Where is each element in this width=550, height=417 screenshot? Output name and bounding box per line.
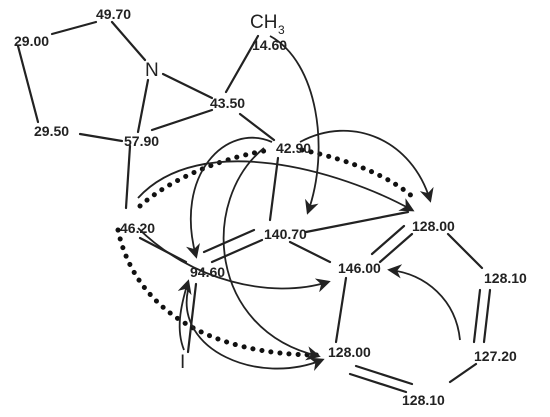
bond-146-128bot <box>334 276 348 344</box>
shift-128-10-bottom: 128.10 <box>402 392 445 408</box>
shift-128-00-top: 128.00 <box>412 218 455 234</box>
shift-14-60: 14.60 <box>252 37 287 53</box>
bond-94-i <box>186 282 198 354</box>
shift-128-00-bottom: 128.00 <box>328 344 371 360</box>
bond-29a-29b <box>16 44 40 124</box>
bond-29b-57 <box>78 132 124 143</box>
noe-46-to-128bot <box>115 227 321 358</box>
bond-43-ch3 <box>224 34 260 94</box>
bond-128b-128bot-a <box>354 364 414 386</box>
shift-labels: 49.70 29.00 29.50 57.90 43.50 14.60 42.9… <box>14 6 527 408</box>
arrow-94-to-128bot <box>185 289 325 371</box>
bond-49-n <box>110 20 147 62</box>
shift-127-20: 127.20 <box>474 348 517 364</box>
atom-labels: N CH 3 I <box>145 12 285 373</box>
bond-140-94-a <box>210 238 264 264</box>
shift-43-50: 43.50 <box>210 95 245 111</box>
noe-correlations <box>115 147 417 358</box>
bond-128top-128r <box>446 232 484 270</box>
bond-140-94-b <box>202 228 256 254</box>
arrow-42-to-128bot <box>222 147 321 361</box>
bond-128top-146-b <box>370 224 406 256</box>
shift-140-70: 140.70 <box>264 226 307 242</box>
shift-94-60: 94.60 <box>190 264 225 280</box>
shift-49-70: 49.70 <box>96 6 131 22</box>
atom-iodine: I <box>180 352 185 373</box>
arrow-46-to-128top <box>137 160 415 212</box>
bond-128b-128bot-b <box>348 372 408 394</box>
molecule-skeleton <box>16 20 492 394</box>
bond-42-140 <box>268 156 280 222</box>
shift-29-00: 29.00 <box>14 33 49 49</box>
shift-42-90: 42.90 <box>276 140 311 156</box>
noe-46-to-42 <box>137 147 273 209</box>
hmbc-correlations <box>137 35 461 371</box>
bond-n-57 <box>136 78 150 134</box>
arrow-127-to-146 <box>387 264 461 341</box>
shift-29-50: 29.50 <box>34 123 69 139</box>
atom-nitrogen: N <box>145 60 159 81</box>
bond-128r-127-b <box>472 288 482 344</box>
shift-146-00: 146.00 <box>338 260 381 276</box>
bond-128top-146-a <box>378 232 414 264</box>
shift-57-90: 57.90 <box>124 133 159 149</box>
bond-128r-127-a <box>482 288 492 344</box>
bond-49-29a <box>50 20 98 36</box>
arrow-42-to-128top <box>299 129 434 203</box>
bond-140-128top <box>304 210 410 234</box>
arrow-i-to-94 <box>177 279 192 351</box>
shift-46-20: 46.20 <box>120 220 155 236</box>
shift-128-10-right: 128.10 <box>484 270 527 286</box>
bond-n-43 <box>161 72 214 100</box>
bond-57-46 <box>124 144 132 210</box>
bond-43-42 <box>238 112 276 142</box>
arrow-42-to-94 <box>186 136 273 259</box>
bond-140-146 <box>288 240 332 264</box>
bond-127-128b <box>448 362 478 384</box>
atom-methyl: CH <box>250 12 277 33</box>
atom-methyl-subscript: 3 <box>278 23 285 37</box>
arrow-ch3-to-140 <box>269 35 320 215</box>
bond-57-43 <box>150 108 214 132</box>
